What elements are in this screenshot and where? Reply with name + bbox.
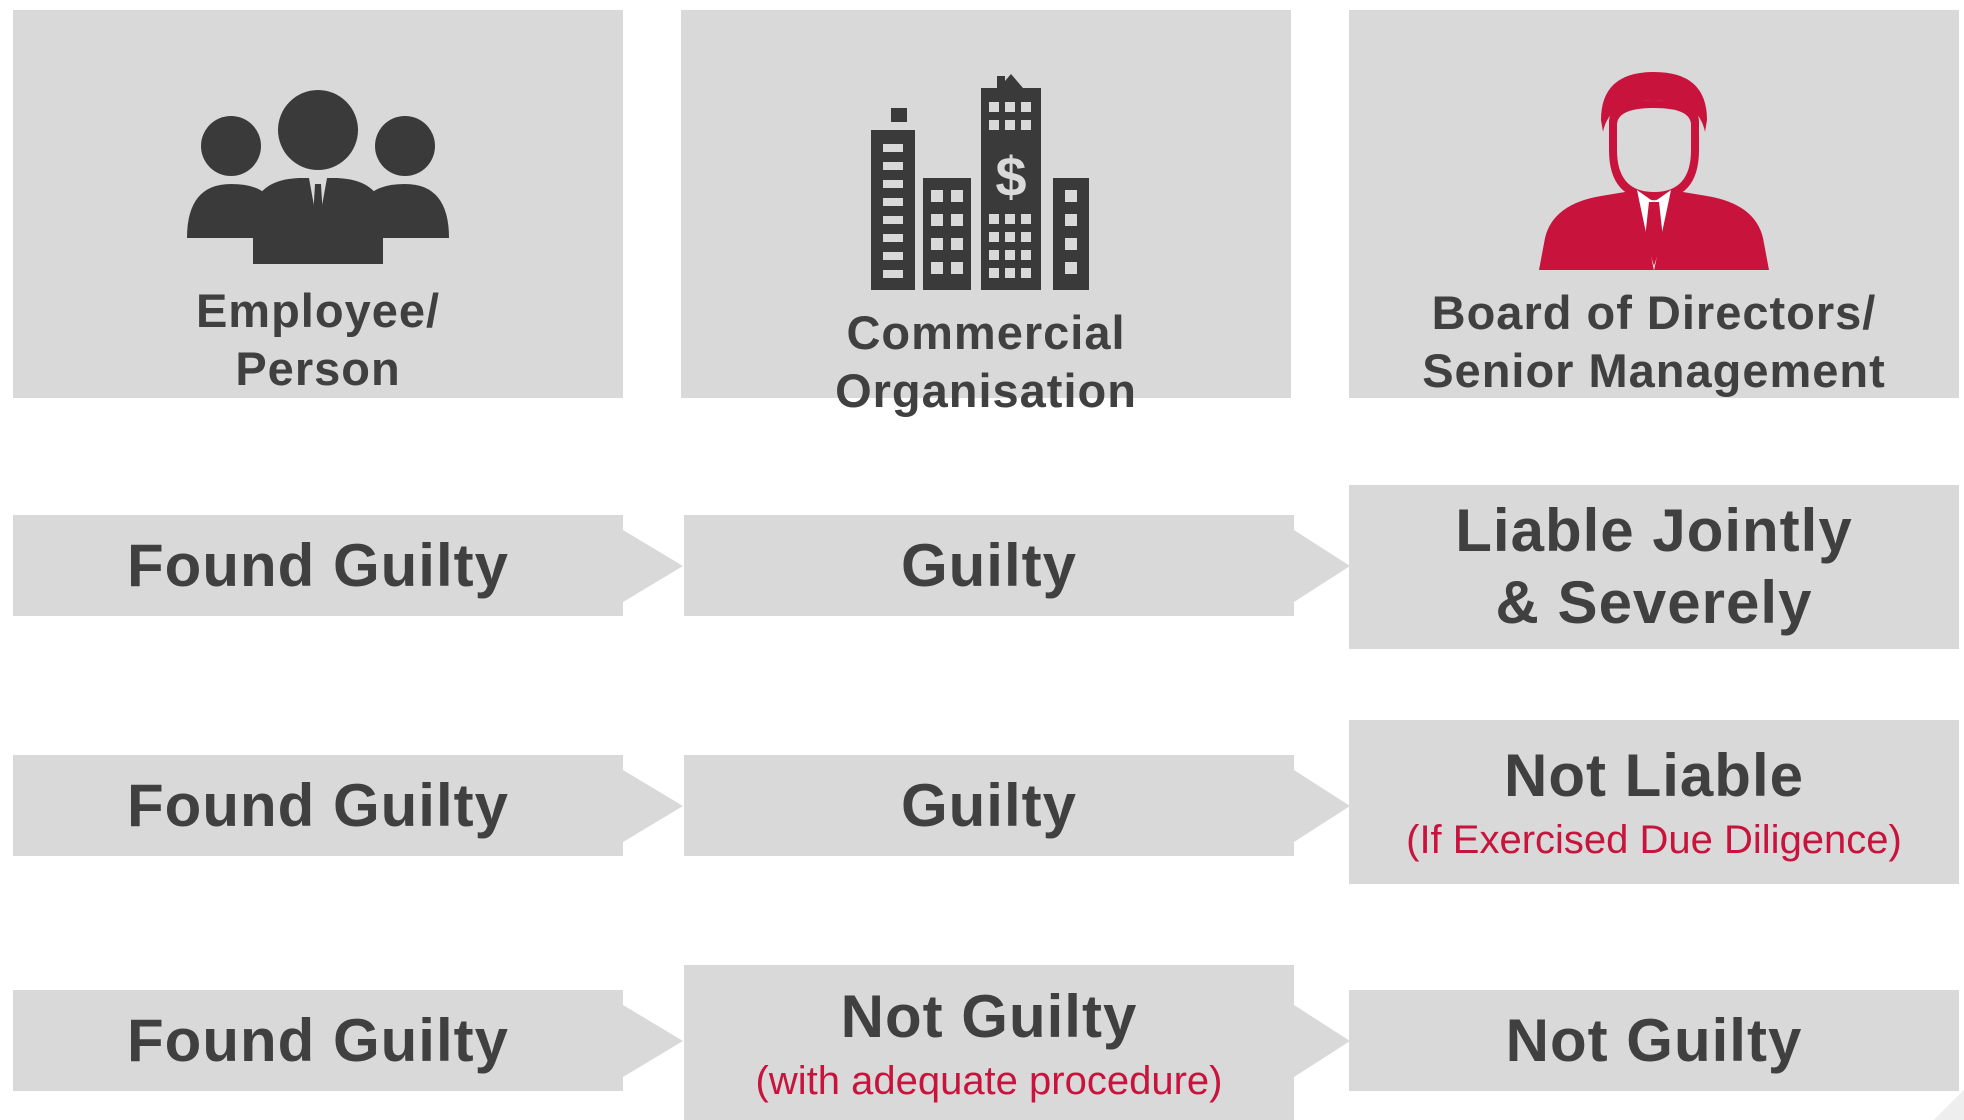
arrow-icon xyxy=(623,1005,683,1077)
row1-employee-outcome: Found Guilty xyxy=(13,515,623,616)
outcome-label: Found Guilty xyxy=(127,531,509,599)
outcome-label: Found Guilty xyxy=(127,771,509,839)
row3-organisation-outcome: Not Guilty (with adequate procedure) xyxy=(684,965,1294,1120)
outcome-label-line1: Liable Jointly xyxy=(1455,497,1853,564)
header-commercial-organisation: $ Commercial Organisation xyxy=(681,10,1291,417)
row2-board-outcome: Not Liable (If Exercised Due Diligence) xyxy=(1349,720,1959,884)
outcome-condition: (with adequate procedure) xyxy=(755,1058,1223,1103)
row3-board-outcome: Not Guilty xyxy=(1349,990,1959,1091)
row3-employee-outcome: Found Guilty xyxy=(13,990,623,1091)
row2-organisation-outcome: Guilty xyxy=(684,755,1294,856)
arrow-icon xyxy=(1294,530,1350,602)
arrow-icon xyxy=(623,530,683,602)
outcome-label: Guilty xyxy=(900,531,1077,599)
businessman-icon xyxy=(1539,70,1769,270)
arrow-icon xyxy=(1294,1005,1350,1077)
row2-employee-outcome: Found Guilty xyxy=(13,755,623,856)
people-group-icon xyxy=(187,70,449,268)
header-employee-person: Employee/ Person xyxy=(13,10,623,398)
arrow-icon xyxy=(623,770,683,842)
outcome-label: Guilty xyxy=(900,771,1077,839)
header-line1: Employee/ xyxy=(195,284,441,337)
row1-board-outcome: Liable Jointly & Severely xyxy=(1349,485,1959,649)
row1-organisation-outcome: Guilty xyxy=(684,515,1294,616)
header-board-of-directors: Board of Directors/ Senior Management xyxy=(1349,10,1959,398)
header-line1: Commercial xyxy=(846,306,1126,359)
office-buildings-icon: $ xyxy=(871,70,1101,290)
outcome-label: Not Guilty xyxy=(840,982,1138,1050)
header-line2: Organisation xyxy=(835,364,1137,417)
header-line2: Person xyxy=(235,342,401,395)
outcome-label-line2: & Severely xyxy=(1495,569,1813,636)
header-line1: Board of Directors/ xyxy=(1431,286,1877,339)
svg-text:$: $ xyxy=(995,145,1026,208)
arrow-icon xyxy=(1294,770,1350,842)
outcome-label: Not Liable xyxy=(1503,742,1804,809)
header-line2: Senior Management xyxy=(1422,344,1886,397)
outcome-label: Found Guilty xyxy=(127,1006,509,1074)
outcome-label: Not Guilty xyxy=(1505,1006,1803,1074)
outcome-condition: (If Exercised Due Diligence) xyxy=(1406,818,1902,862)
page-curl-decoration xyxy=(1934,1090,1964,1120)
